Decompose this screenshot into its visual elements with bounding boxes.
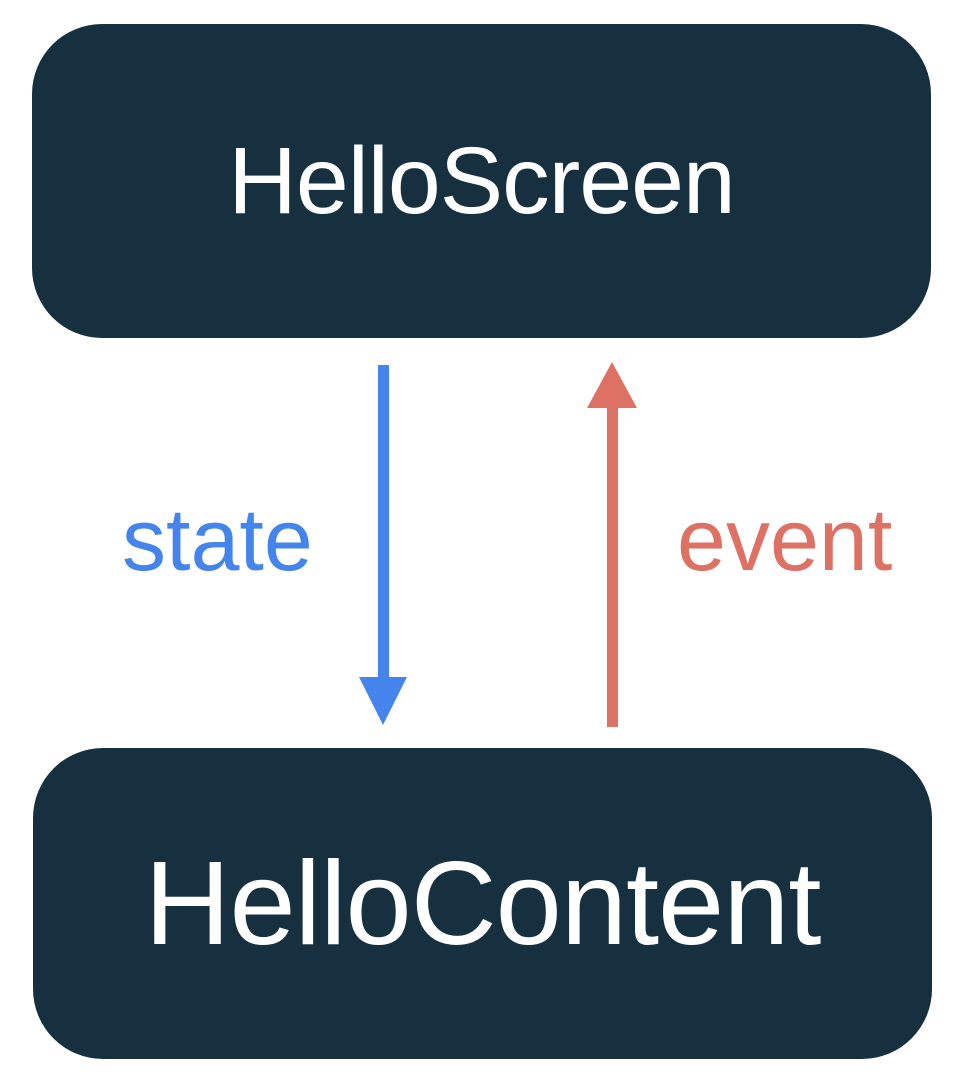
node-hello-screen: HelloScreen [32, 24, 931, 338]
state-edge-label: state [122, 490, 313, 589]
arrow-down-icon [358, 362, 408, 725]
state-arrow-shaft [378, 365, 389, 679]
node-hello-content-label: HelloContent [144, 837, 822, 970]
state-arrow-head [359, 677, 407, 725]
event-edge-label: event [677, 490, 893, 589]
arrow-up-icon [587, 362, 638, 727]
node-hello-content: HelloContent [33, 748, 932, 1059]
event-arrow-head [587, 362, 637, 408]
node-hello-screen-label: HelloScreen [228, 127, 735, 234]
event-arrow-shaft [607, 406, 618, 727]
